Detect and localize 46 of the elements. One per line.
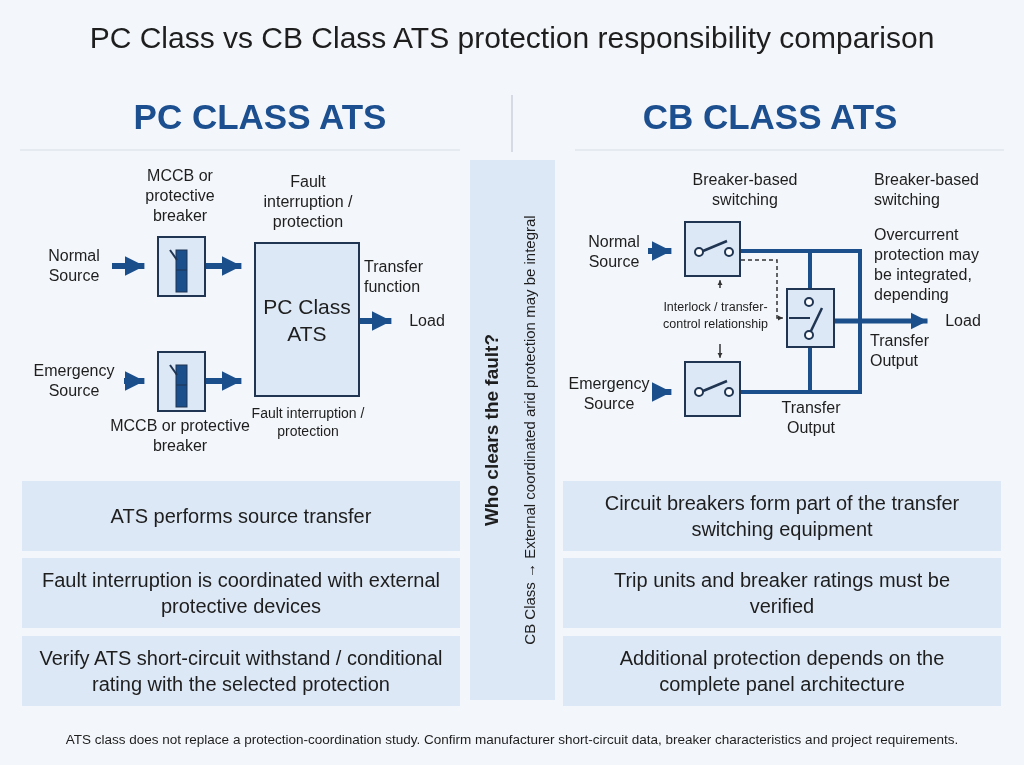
card-text: Circuit breakers form part of the transfer switching equipment — [603, 491, 961, 542]
ats-box — [254, 242, 360, 397]
arrow — [648, 241, 672, 261]
arrow — [124, 371, 145, 391]
annotation-note: Overcurrent protection may be integrated, depending — [874, 225, 980, 305]
breaker-box — [157, 236, 206, 297]
switch-box — [684, 221, 741, 277]
component-caption: Breaker-based switching — [691, 170, 799, 210]
component-caption: MCCB or protective breaker — [110, 416, 250, 456]
diagram-title: PC Class vs CB Class ATS protection responsibility comparison — [88, 20, 936, 56]
component-caption: MCCB or protective breaker — [144, 166, 216, 226]
arrow — [651, 382, 672, 402]
footnote: ATS class does not replace a protection-coordination study. Confirm manufacturer short-circuit data, breaker characteristics and project requirements. — [64, 731, 960, 749]
arrow — [835, 312, 928, 330]
card-text: Trip units and breaker ratings must be verified — [612, 568, 952, 619]
card-text: Fault interruption is coordinated with external protective devices — [41, 568, 441, 619]
source-label: Emergency Source — [567, 374, 651, 414]
switch-box — [684, 361, 741, 417]
source-label: Normal Source — [47, 246, 101, 286]
source-label: Emergency Source — [32, 361, 116, 401]
component-caption: Fault interruption / protection — [262, 172, 354, 232]
band-note: CB Class → External coordinated arid protection may be integral — [520, 214, 539, 647]
arrow — [717, 343, 723, 359]
interlock-note: Interlock / transfer- control relationship — [662, 299, 769, 333]
arrow — [360, 311, 392, 331]
source-label: Load — [945, 311, 981, 331]
band-heading: Who clears the fault? — [480, 332, 503, 529]
arrow — [206, 371, 242, 391]
card-text: ATS performs source transfer — [110, 504, 372, 529]
panel-heading: PC CLASS ATS — [132, 96, 388, 138]
switch-box — [786, 288, 835, 348]
source-label: Load — [409, 311, 445, 331]
component-caption: Fault interruption / protection — [250, 404, 366, 440]
ats-label: PC Class ATS — [262, 293, 352, 347]
annotation-note: Breaker-based switching — [874, 170, 980, 210]
arrow — [717, 279, 723, 289]
dashed-control-arrow — [740, 259, 784, 321]
breaker-box — [157, 351, 206, 412]
source-label: Normal Source — [587, 232, 641, 272]
card-text: Additional protection depends on the complete panel architecture — [618, 646, 946, 697]
arrow — [206, 256, 242, 276]
card-text: Verify ATS short-circuit withstand / conditional rating with the selected protection — [38, 646, 444, 697]
panel-heading: CB CLASS ATS — [641, 96, 899, 138]
component-caption: Transfer Output — [780, 398, 842, 438]
arrow — [112, 256, 145, 276]
bus-line — [741, 249, 862, 394]
